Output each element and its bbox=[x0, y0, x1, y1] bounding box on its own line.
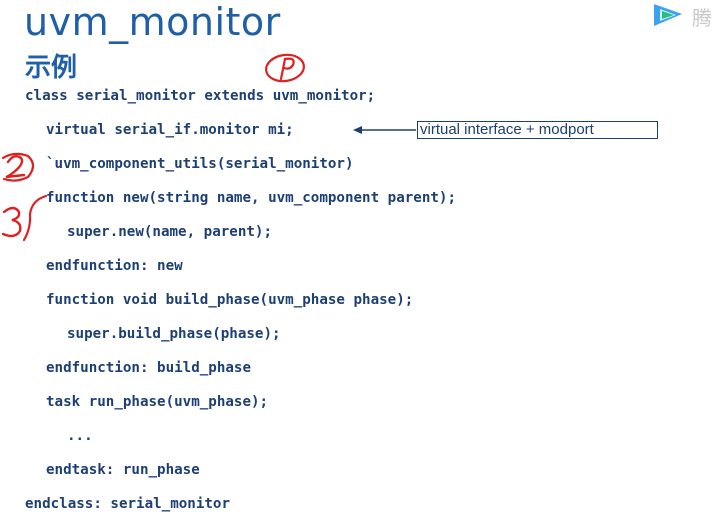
slide-subtitle: 示例 bbox=[25, 53, 78, 83]
code-line: task run_phase(uvm_phase); bbox=[46, 394, 269, 410]
code-line: virtual serial_if.monitor mi; bbox=[46, 122, 294, 138]
handwritten-annotation-3 bbox=[1, 194, 48, 242]
slide-title: uvm_monitor bbox=[24, 0, 281, 44]
code-line: endclass: serial_monitor bbox=[25, 496, 230, 512]
code-line: `uvm_component_utils(serial_monitor) bbox=[46, 156, 354, 172]
callout-box: virtual interface + modport bbox=[417, 121, 658, 139]
code-line: endtask: run_phase bbox=[46, 462, 200, 478]
left-arrow-icon bbox=[353, 126, 416, 134]
handwritten-annotation-1 bbox=[264, 53, 306, 83]
code-line: ... bbox=[67, 428, 93, 444]
tencent-video-logo-icon bbox=[654, 4, 682, 26]
logo-text: 腾 bbox=[692, 6, 712, 30]
code-line: class serial_monitor extends uvm_monitor… bbox=[25, 88, 376, 104]
code-line: super.build_phase(phase); bbox=[67, 326, 281, 342]
code-line: function void build_phase(uvm_phase phas… bbox=[46, 292, 414, 308]
code-line: endfunction: new bbox=[46, 258, 183, 274]
code-line: function new(string name, uvm_component … bbox=[46, 190, 456, 206]
code-line: super.new(name, parent); bbox=[67, 224, 272, 240]
handwritten-annotation-2 bbox=[1, 152, 35, 182]
code-line: endfunction: build_phase bbox=[46, 360, 251, 376]
